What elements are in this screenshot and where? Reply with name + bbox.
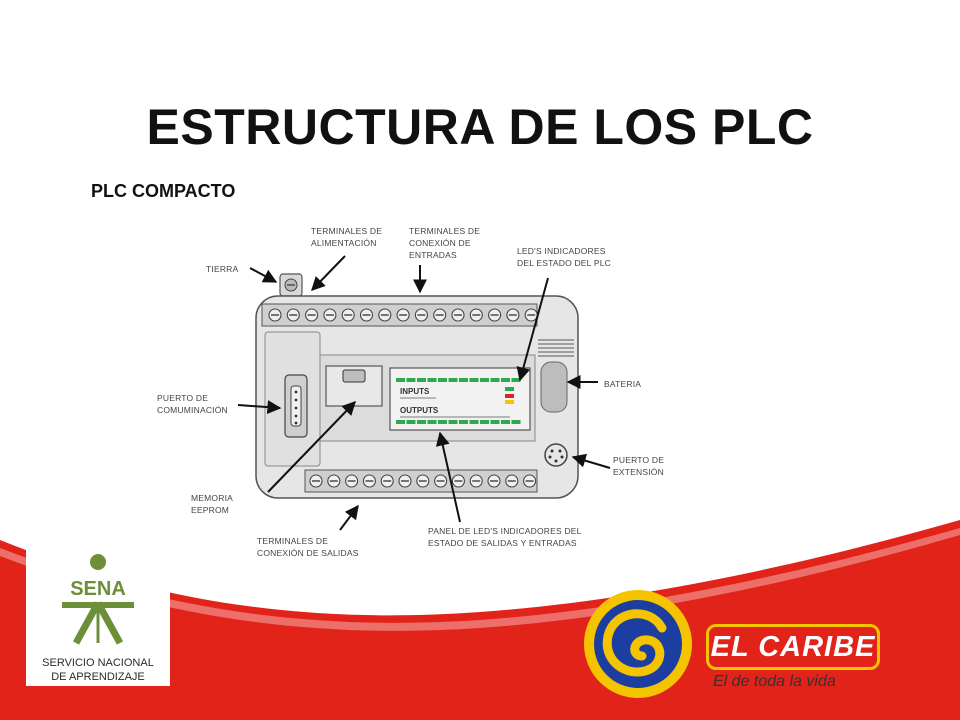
- label-memoria-2: EEPROM: [191, 505, 229, 515]
- led-indicator: [438, 378, 447, 382]
- top-terminal-strip: [261, 303, 538, 327]
- led-indicator: [480, 378, 489, 382]
- led-indicator: [427, 420, 437, 424]
- led-indicator: [480, 420, 489, 424]
- led-panel: INPUTS OUTPUTS: [389, 367, 531, 431]
- label-puerto-com-2: COMUMINACIÓN: [157, 405, 228, 415]
- brand-el-caribe: EL CARIBE: [706, 624, 880, 670]
- label-tierra: TIERRA: [206, 264, 238, 274]
- led-indicator: [438, 420, 447, 424]
- eeprom-slot: [325, 365, 383, 407]
- led-indicator: [490, 420, 500, 424]
- label-leds-1: LED'S INDICADORES: [517, 246, 606, 256]
- ground-terminal: [279, 273, 303, 297]
- label-alimentacion-1: TERMINALES DE: [311, 226, 382, 236]
- led-indicator: [448, 420, 458, 424]
- label-entradas-2: CONEXIÓN DE: [409, 238, 471, 248]
- slide-title: ESTRUCTURA DE LOS PLC: [146, 99, 814, 155]
- label-entradas-3: ENTRADAS: [409, 250, 457, 260]
- led-indicator: [396, 378, 405, 382]
- outputs-label: OUTPUTS: [400, 406, 439, 415]
- label-puerto-com-1: PUERTO DE: [157, 393, 208, 403]
- bottom-terminal-strip: [304, 469, 538, 493]
- led-indicator: [469, 420, 479, 424]
- label-bateria: BATERIA: [604, 379, 641, 389]
- slide-subtitle: PLC COMPACTO: [91, 181, 236, 201]
- led-indicator: [459, 378, 468, 382]
- label-memoria-1: MEMORIA: [191, 493, 233, 503]
- label-panel-1: PANEL DE LED'S INDICADORES DEL: [428, 526, 582, 536]
- led-indicator: [501, 420, 510, 424]
- callout-arrows: [237, 255, 611, 531]
- led-indicator: [417, 420, 426, 424]
- led-indicator: [459, 420, 468, 424]
- vent-grille: [538, 339, 574, 357]
- brand-productos: PRODUCTOS: [716, 598, 884, 623]
- brand-tagline: El de toda la vida: [713, 673, 836, 690]
- sena-emblem-icon: SENA: [62, 554, 134, 645]
- sena-logo: SENA SERVICIO NACIONAL DE APRENDIZAJE: [26, 549, 170, 686]
- sena-text-1: SERVICIO NACIONAL: [42, 657, 154, 669]
- label-alimentacion-2: ALIMENTACIÓN: [311, 238, 377, 248]
- led-indicator: [448, 378, 458, 382]
- sena-wordmark: SENA: [70, 578, 126, 600]
- led-indicator: [406, 420, 416, 424]
- led-indicator: [417, 378, 426, 382]
- label-salidas-1: TERMINALES DE: [257, 536, 328, 546]
- led-indicator: [396, 420, 405, 424]
- db9-port: [284, 374, 308, 438]
- label-salidas-2: CONEXIÓN DE SALIDAS: [257, 548, 359, 558]
- label-extension-2: EXTENSIÓN: [613, 467, 664, 477]
- label-leds-2: DEL ESTADO DEL PLC: [517, 258, 611, 268]
- led-indicator: [469, 378, 479, 382]
- label-entradas-1: TERMINALES DE: [409, 226, 480, 236]
- led-indicator: [511, 420, 521, 424]
- led-indicator: [490, 378, 500, 382]
- label-panel-2: ESTADO DE SALIDAS Y ENTRADAS: [428, 538, 577, 548]
- extension-port: [544, 443, 568, 467]
- inputs-label: INPUTS: [400, 387, 430, 396]
- led-indicator: [427, 378, 437, 382]
- led-indicator: [406, 378, 416, 382]
- led-indicator: [511, 378, 521, 382]
- led-indicator: [501, 378, 510, 382]
- sena-text-2: DE APRENDIZAJE: [51, 671, 145, 683]
- label-extension-1: PUERTO DE: [613, 455, 664, 465]
